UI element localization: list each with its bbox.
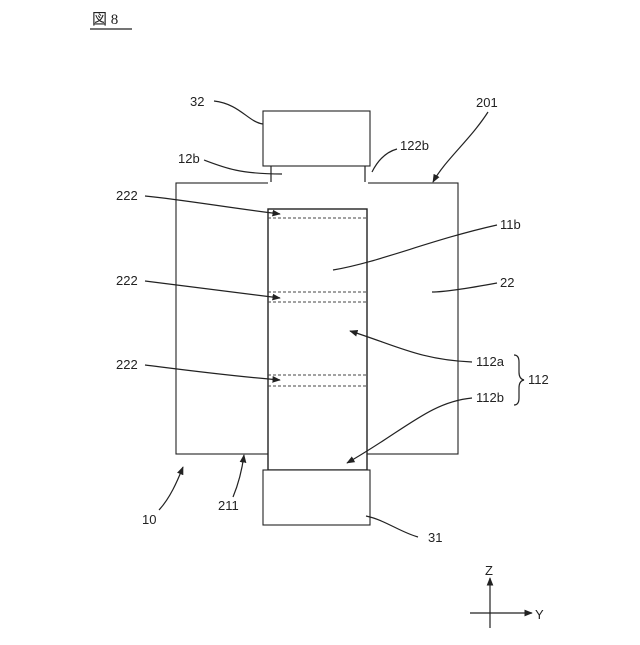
- component-32: [263, 111, 370, 166]
- label-32: 32: [190, 94, 204, 109]
- leader-31: [366, 516, 418, 537]
- figure-label: 図 8: [92, 11, 118, 28]
- label-31: 31: [428, 530, 442, 545]
- label-10: 10: [142, 512, 156, 527]
- brace-112: [514, 355, 524, 405]
- leader-211: [233, 455, 244, 497]
- label-122b: 122b: [400, 138, 429, 153]
- label-112: 112: [528, 372, 549, 387]
- label-222-1: 222: [116, 188, 138, 203]
- inner-element-11b: [268, 209, 367, 470]
- leader-122b: [372, 149, 397, 172]
- component-31: [263, 470, 370, 525]
- label-211: 211: [218, 498, 239, 513]
- label-112a: 112a: [476, 354, 505, 369]
- opening-122b: [268, 182, 368, 185]
- label-22: 22: [500, 275, 514, 290]
- leader-10: [159, 467, 183, 510]
- leader-32: [214, 101, 263, 124]
- axis-z-label: Z: [485, 563, 493, 578]
- label-12b: 12b: [178, 151, 200, 166]
- leader-201: [433, 112, 488, 182]
- label-201: 201: [476, 95, 498, 110]
- axis-y-label: Y: [535, 607, 544, 622]
- label-222-3: 222: [116, 357, 138, 372]
- label-11b: 11b: [500, 217, 521, 232]
- label-112b: 112b: [476, 390, 504, 405]
- label-222-2: 222: [116, 273, 138, 288]
